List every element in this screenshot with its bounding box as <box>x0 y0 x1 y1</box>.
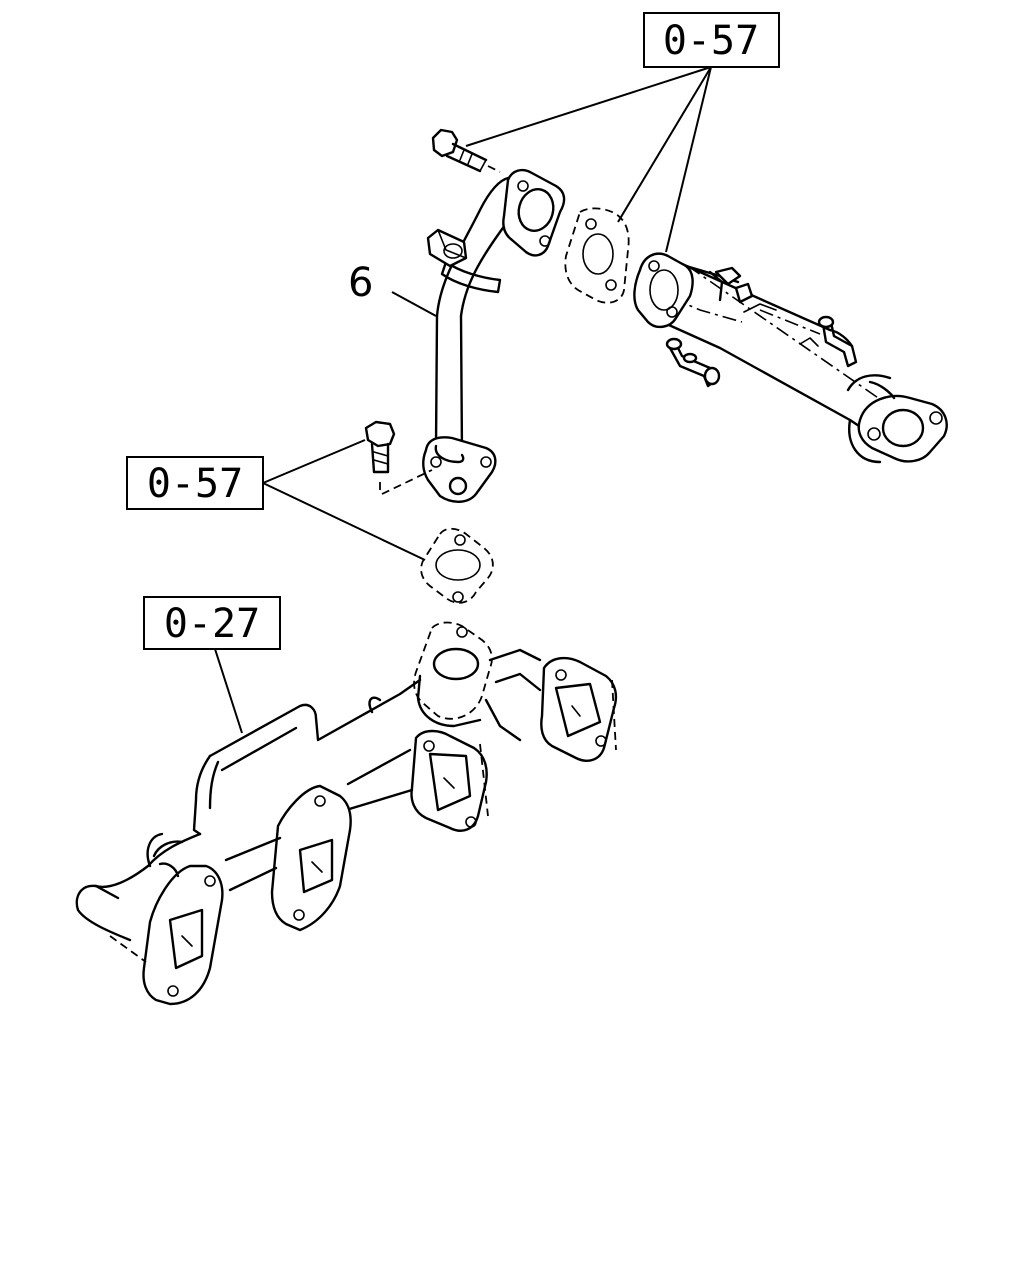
gasket-upper[interactable] <box>564 207 630 304</box>
egr-cooler[interactable] <box>633 252 948 464</box>
gasket-lower[interactable] <box>420 527 494 604</box>
ref-callout-manifold[interactable]: 0-27 <box>143 596 281 650</box>
part-number-egr-pipe[interactable]: 6 <box>348 260 373 306</box>
exhaust-manifold[interactable] <box>75 621 618 1006</box>
bolt-middle[interactable] <box>364 420 433 495</box>
ref-callout-top-label: 0-57 <box>663 18 759 64</box>
ref-callout-middle-label: 0-57 <box>147 461 243 507</box>
ref-callout-manifold-label: 0-27 <box>164 601 260 647</box>
ref-callout-middle[interactable]: 0-57 <box>126 456 264 510</box>
leader-lines <box>214 66 712 734</box>
ref-callout-top[interactable]: 0-57 <box>643 12 780 68</box>
bolt-upper[interactable] <box>431 128 501 173</box>
egr-pipe[interactable] <box>422 168 566 503</box>
